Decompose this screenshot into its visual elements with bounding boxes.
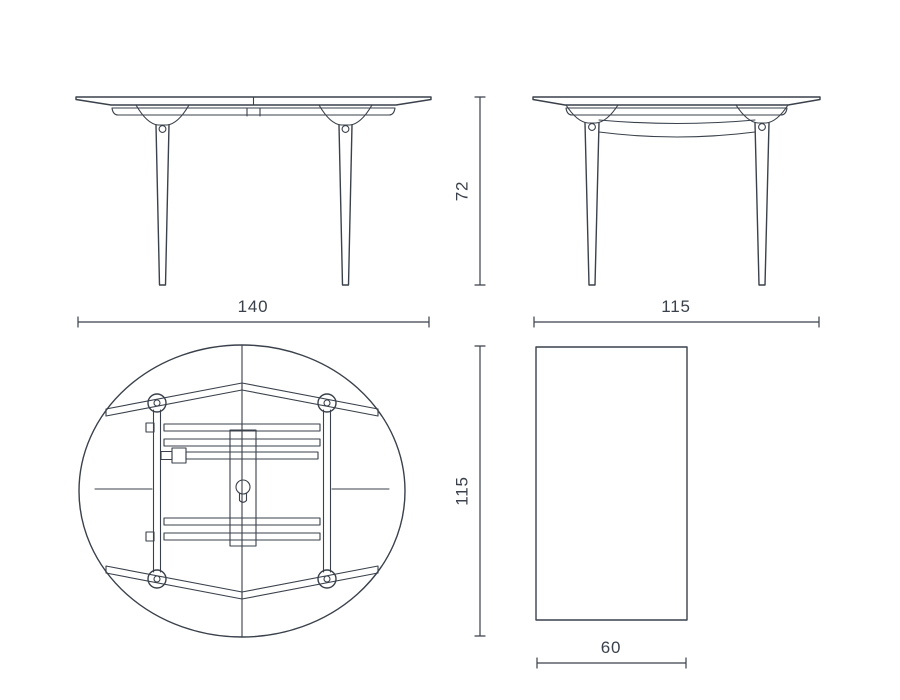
side-curved-stretcher (598, 119, 756, 138)
side-width-label: 115 (661, 297, 691, 316)
side-width-dimension-line (533, 316, 820, 328)
side-right-leg-bolt (758, 123, 766, 131)
side-view (532, 96, 821, 286)
top-crossbar-knob (160, 450, 173, 461)
side-right-leg (754, 122, 770, 286)
top-side-rails (152, 409, 332, 573)
side-tabletop (532, 96, 821, 106)
front-tabletop (75, 96, 432, 106)
side-apron-rail (565, 107, 788, 116)
front-left-leg (155, 124, 170, 286)
front-width-dimension-line (77, 316, 430, 328)
front-width-dimension: 140 (77, 297, 430, 328)
front-right-bracket (318, 104, 373, 126)
top-keyhole-circle (235, 479, 251, 495)
front-center-hardware (246, 107, 261, 117)
front-apron-rail (111, 107, 396, 116)
leaf-width-dimension: 60 (536, 638, 687, 669)
side-right-bracket (735, 104, 789, 124)
front-left-bracket (135, 104, 190, 126)
top-apron-bar-lower-right (241, 565, 379, 600)
top-rail-clip-lower (145, 531, 155, 542)
front-height-dimension-line (474, 96, 486, 286)
top-slat-1 (163, 423, 321, 432)
top-depth-dimension-line (474, 345, 486, 637)
leaf-width-dimension-line (536, 657, 687, 669)
top-apron-bar-upper-left (105, 382, 243, 417)
top-apron-bar-upper-right (241, 382, 379, 417)
top-view (78, 344, 406, 638)
top-slat-4 (163, 532, 321, 541)
front-right-leg (338, 124, 353, 286)
front-width-label: 140 (238, 297, 269, 316)
leaf-outline (535, 346, 688, 621)
top-slat-3 (163, 517, 321, 526)
front-height-label: 72 (453, 181, 472, 202)
top-leg-upper-left (147, 393, 167, 413)
side-left-leg-bolt (588, 123, 596, 131)
top-crossbar (185, 451, 319, 460)
top-leg-upper-right (317, 393, 337, 413)
top-depth-label: 115 (453, 476, 472, 506)
side-left-bracket (565, 104, 619, 124)
top-crossbar-handle (171, 447, 187, 464)
front-view (75, 96, 432, 286)
front-left-leg-bolt (158, 125, 167, 133)
top-keyhole-slot (238, 492, 248, 503)
top-depth-dimension: 115 (453, 345, 486, 637)
side-left-leg (584, 122, 600, 286)
leaf-view (535, 346, 688, 621)
top-leg-lower-right (317, 569, 337, 589)
top-leg-lower-left (147, 569, 167, 589)
top-slat-2 (163, 438, 321, 447)
top-rail-clip-upper (145, 422, 155, 433)
side-width-dimension: 115 (533, 297, 820, 328)
top-apron-bar-lower-left (105, 565, 243, 600)
leaf-width-label: 60 (601, 638, 622, 657)
front-right-leg-bolt (341, 125, 350, 133)
front-height-dimension: 72 (453, 96, 486, 286)
top-center-plank (229, 429, 257, 547)
